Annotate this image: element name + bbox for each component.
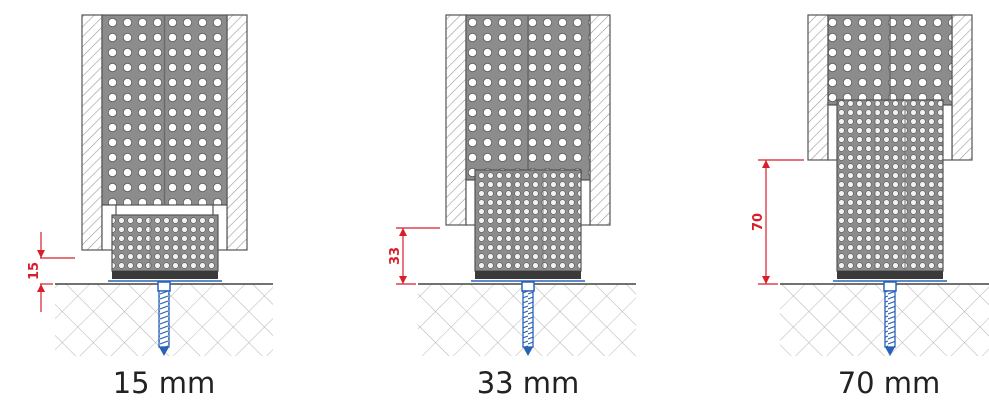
rubber-pad <box>837 271 943 279</box>
rubber-pad <box>112 271 218 279</box>
screw-head <box>521 281 535 292</box>
foot-insert <box>111 214 219 272</box>
wall-left <box>81 14 103 251</box>
dimension-marker <box>758 159 804 285</box>
dimension-marker <box>396 227 440 285</box>
panel-caption: 70 mm <box>838 366 941 400</box>
panel-70mm: 70 70 mm <box>751 14 989 400</box>
screw-shank <box>158 290 170 348</box>
panel-33mm: 33 33 mm <box>388 14 636 400</box>
panel-caption: 33 mm <box>477 366 580 400</box>
screw-shank <box>522 290 534 348</box>
panel-caption: 15 mm <box>113 366 216 400</box>
wall-right <box>951 14 973 161</box>
wall-right <box>226 14 248 251</box>
screw-head <box>157 281 171 292</box>
rubber-pad <box>475 271 581 279</box>
screw-head <box>883 281 897 292</box>
dimension-label: 33 <box>388 247 403 265</box>
wall-right <box>589 14 611 226</box>
dimension-label: 15 <box>27 262 42 280</box>
foot-insert <box>474 169 582 272</box>
dimension-marker <box>37 232 75 312</box>
panel-15mm: 15 15 mm <box>27 14 273 400</box>
wall-left <box>807 14 829 161</box>
screw-shank <box>884 290 896 348</box>
foot-insert <box>836 99 944 272</box>
wall-left <box>445 14 467 226</box>
dimension-label: 70 <box>751 213 766 231</box>
